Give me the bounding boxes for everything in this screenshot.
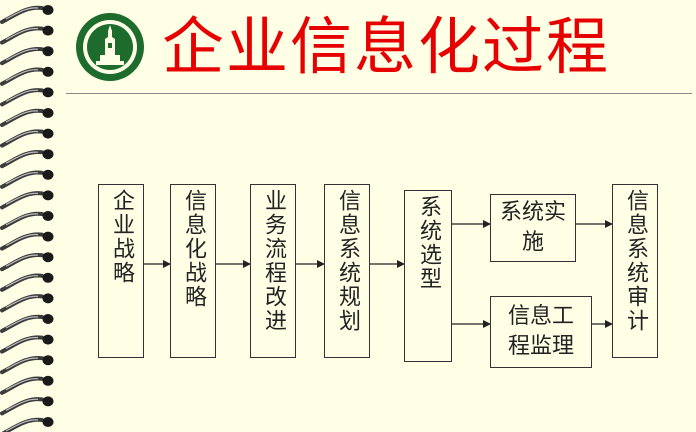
step-system-audit: 信息系统审计 xyxy=(612,184,658,358)
step-it-strategy: 信息化战略 xyxy=(170,184,216,358)
step-label: 企业战略 xyxy=(109,189,134,285)
binding-ring xyxy=(0,87,54,107)
binding-ring xyxy=(0,314,54,333)
binding-ring xyxy=(0,108,54,127)
step-system-selection: 系统选型 xyxy=(404,190,452,362)
binding-ring xyxy=(0,5,54,24)
binding-ring xyxy=(0,128,54,148)
step-label: 系统选型 xyxy=(416,195,441,291)
step-label: 系统实施 xyxy=(499,200,566,255)
step-label: 业务流程改进 xyxy=(261,189,286,333)
binding-ring xyxy=(0,272,54,292)
binding-ring xyxy=(0,355,54,375)
binding-ring xyxy=(0,190,54,210)
binding-ring xyxy=(0,66,54,86)
step-label: 信息化战略 xyxy=(181,189,206,309)
step-enterprise-strategy: 企业战略 xyxy=(98,184,144,358)
step-label: 信息工程监理 xyxy=(507,304,574,359)
binding-ring xyxy=(0,334,54,354)
step-engineering-supervision: 信息工程监理 xyxy=(490,296,592,368)
binding-ring xyxy=(0,375,54,395)
binding-ring xyxy=(0,169,54,189)
binding-ring xyxy=(0,293,54,313)
school-emblem-icon xyxy=(76,13,144,81)
binding-ring xyxy=(0,252,54,272)
binding-ring xyxy=(0,25,54,45)
step-label: 信息系统规划 xyxy=(335,189,360,333)
binding-ring xyxy=(0,231,54,251)
binding-ring xyxy=(0,149,54,169)
binding-ring xyxy=(0,211,54,230)
step-system-planning: 信息系统规划 xyxy=(324,184,370,358)
binding-ring xyxy=(0,396,54,416)
spiral-binding xyxy=(0,5,54,432)
page-title: 企业信息化过程 xyxy=(162,10,611,83)
binding-ring xyxy=(1,417,54,432)
binding-ring xyxy=(0,46,54,66)
title-divider xyxy=(66,93,692,94)
step-label: 信息系统审计 xyxy=(623,189,648,333)
step-process-improvement: 业务流程改进 xyxy=(250,184,296,358)
step-system-implementation: 系统实施 xyxy=(490,194,576,262)
